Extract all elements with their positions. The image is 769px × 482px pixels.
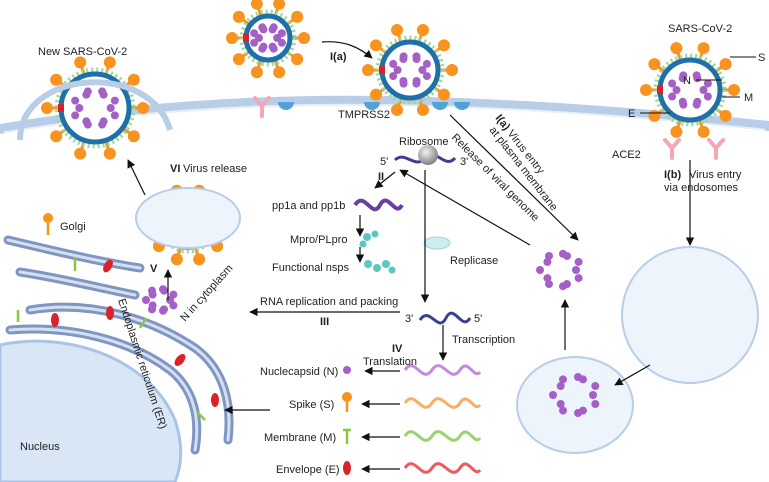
ace2-receptor bbox=[707, 138, 725, 160]
replication-rna bbox=[418, 311, 472, 325]
nucleus bbox=[0, 339, 183, 482]
step-vi: VI bbox=[170, 163, 180, 175]
replicase-blob bbox=[423, 236, 451, 250]
label-ribosome: Ribosome bbox=[399, 136, 449, 148]
step-ib-2: via endosomes bbox=[664, 182, 738, 194]
golgi bbox=[3, 213, 145, 300]
step-iii: III bbox=[320, 316, 329, 328]
virion-fusing-plasma-membrane bbox=[362, 24, 458, 116]
tmprss2-protease bbox=[278, 102, 294, 110]
n-protein-chain bbox=[142, 285, 178, 315]
envelope-protein-icon bbox=[343, 461, 351, 475]
tmprss2-protease bbox=[432, 102, 448, 110]
label-nsps: Functional nsps bbox=[272, 262, 350, 274]
label-nucleus: Nucleus bbox=[20, 441, 60, 453]
label-rna-replication: RNA replication and packing bbox=[260, 296, 398, 308]
tmprss2-protease bbox=[454, 102, 470, 110]
label-pp1: pp1a and pp1b bbox=[272, 200, 345, 212]
label-pointer bbox=[640, 56, 756, 114]
ace2-receptor bbox=[663, 138, 681, 160]
label-3-prime-b: 3' bbox=[405, 313, 413, 325]
step-ia-top: I(a) bbox=[330, 51, 347, 63]
sg-rna-s bbox=[403, 397, 482, 409]
label-envelope: Envelope (E) bbox=[276, 464, 340, 476]
label-5-prime-b: 5' bbox=[474, 313, 482, 325]
rna-genome-endosome bbox=[549, 373, 600, 417]
label-m: M bbox=[744, 92, 753, 104]
er-lumen bbox=[8, 305, 231, 452]
label-s: S bbox=[758, 52, 765, 64]
membrane-protein-icon bbox=[343, 428, 351, 444]
label-e: E bbox=[628, 108, 635, 120]
label-translation: Translation bbox=[363, 356, 417, 368]
label-transcription: Transcription bbox=[452, 334, 515, 346]
label-n: N bbox=[683, 75, 691, 87]
virion-top-extracellular bbox=[226, 0, 310, 79]
label-3-prime-a: 3' bbox=[460, 156, 468, 168]
label-5-prime-a: 5' bbox=[380, 156, 388, 168]
assembly-vesicle bbox=[135, 187, 241, 249]
label-ace2: ACE2 bbox=[612, 149, 641, 161]
label-golgi: Golgi bbox=[60, 221, 86, 233]
step-ib-num: I(b) bbox=[664, 169, 681, 181]
sg-rna-e bbox=[403, 462, 482, 474]
label-tmprss2: TMPRSS2 bbox=[338, 109, 390, 121]
label-mpro: Mpro/PLpro bbox=[290, 234, 347, 246]
step-ii: II bbox=[378, 171, 384, 183]
label-sars-cov2: SARS-CoV-2 bbox=[668, 23, 732, 35]
label-virus-release: Virus release bbox=[183, 163, 247, 175]
rna-genome-released bbox=[536, 249, 583, 291]
arrows bbox=[127, 41, 695, 474]
label-nucleocapsid: Nuclecapsid (N) bbox=[260, 366, 338, 378]
endosome-fusion-vesicle bbox=[516, 356, 634, 454]
nucleocapsid-icon bbox=[343, 366, 351, 374]
spike-icon bbox=[342, 392, 352, 412]
polyprotein-rna bbox=[353, 198, 404, 212]
label-new-virus: New SARS-CoV-2 bbox=[38, 46, 127, 58]
step-v: V bbox=[150, 263, 158, 275]
tmprss2-protease bbox=[364, 102, 380, 110]
sg-rna-n bbox=[403, 364, 482, 376]
label-spike: Spike (S) bbox=[289, 399, 334, 411]
er-proteins bbox=[16, 306, 219, 421]
nsp-dots bbox=[359, 230, 396, 274]
sg-rna-m bbox=[403, 430, 482, 442]
virion-new-released bbox=[41, 56, 149, 160]
label-replicase: Replicase bbox=[450, 255, 498, 267]
label-membrane: Membrane (M) bbox=[264, 432, 336, 444]
release-vesicle bbox=[17, 79, 173, 141]
ribosome bbox=[393, 145, 457, 165]
endosome-vesicle bbox=[621, 246, 759, 384]
ace2-receptor bbox=[253, 96, 271, 118]
step-iv: IV bbox=[392, 343, 403, 355]
step-ib-1: Virus entry bbox=[689, 169, 742, 181]
